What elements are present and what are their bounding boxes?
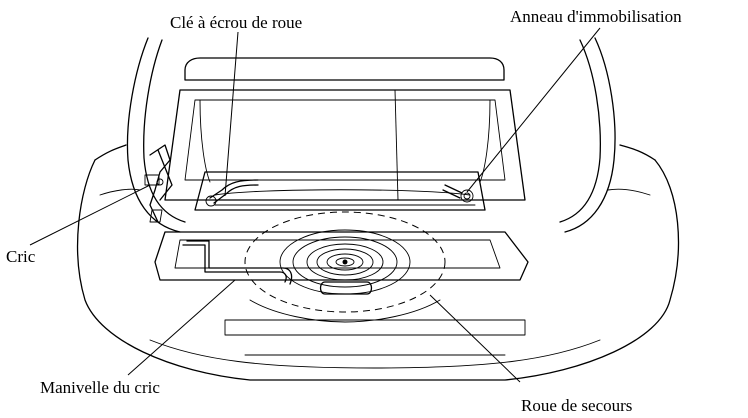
label-wheel-wrench: Clé à écrou de roue <box>170 13 302 32</box>
label-spare-tire: Roue de secours <box>521 396 632 415</box>
label-tow-eye: Anneau d'immobilisation <box>510 7 682 26</box>
tow-eye-icon <box>442 184 474 203</box>
leader-lines <box>29 27 601 383</box>
label-jack-handle: Manivelle du cric <box>40 378 160 397</box>
trunk-floor <box>154 171 529 281</box>
label-jack: Cric <box>6 247 36 266</box>
jack-icon <box>144 144 173 223</box>
car-body <box>76 144 680 381</box>
jack-handle-icon <box>182 240 293 285</box>
spare-tire <box>244 211 446 323</box>
trunk-frame <box>126 37 616 233</box>
wheel-wrench-icon <box>205 179 259 207</box>
